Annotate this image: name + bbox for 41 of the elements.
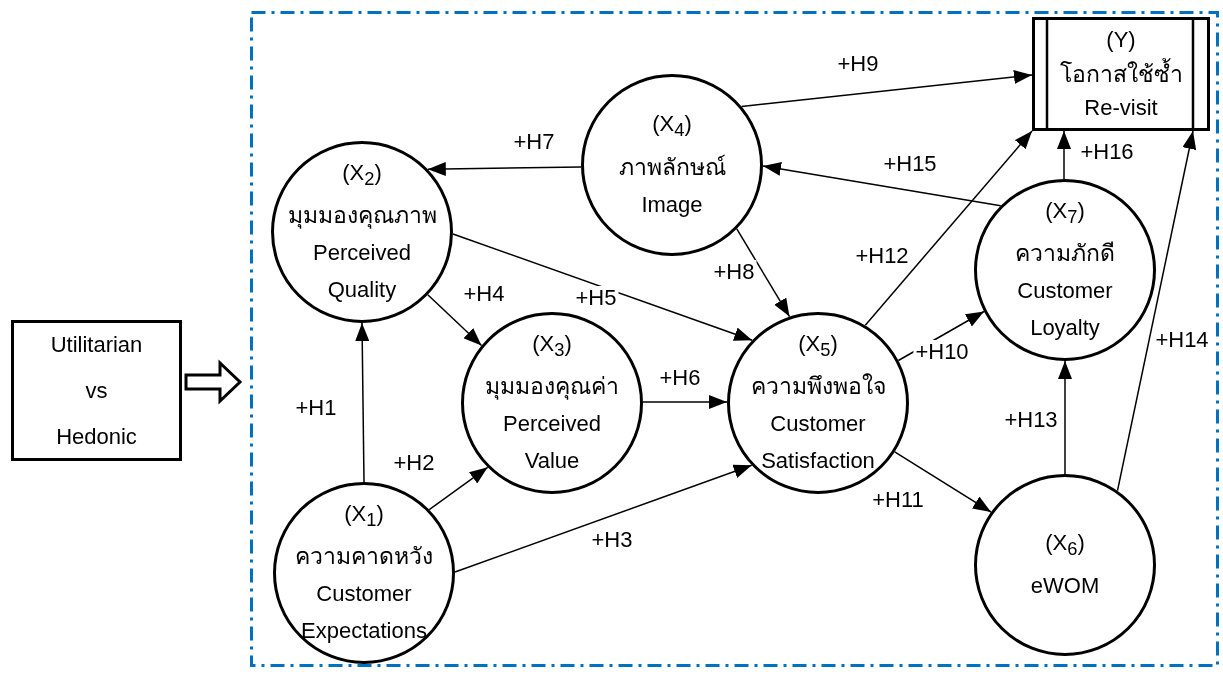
construct-name-thai: ภาพลักษณ์	[618, 152, 726, 182]
arrow	[427, 161, 582, 176]
construct-name-thai: ความพึงพอใจ	[750, 372, 886, 402]
variable-symbol: (X$_{4}$)	[652, 110, 692, 143]
arrow	[740, 70, 1033, 108]
variable-symbol: (Y)	[1106, 26, 1136, 54]
variable-symbol: (X$_{7}$)	[1045, 196, 1085, 230]
construct-name-thai: มุมมองคุณภาพ	[287, 201, 437, 231]
arrow	[762, 162, 1002, 207]
arrow	[454, 464, 753, 573]
construct-name: Customer Loyalty	[1016, 277, 1114, 343]
construct-name-thai: มุมมองคุณค่า	[485, 372, 619, 402]
construct-name-thai: ความภักดี	[1015, 239, 1115, 269]
construct-name: Customer Satisfaction	[760, 410, 876, 476]
construct-name: Re-visit	[1083, 94, 1159, 122]
arrow	[355, 322, 370, 483]
arrow	[452, 233, 753, 341]
moderator-label: Utilitarian vs Hedonic	[49, 330, 144, 451]
construct-name-thai: โอกาสใช้ซ้ำ	[1059, 56, 1183, 92]
construct-name: Image	[640, 190, 704, 219]
arrow	[736, 228, 791, 318]
variable-symbol: (X$_{1}$)	[344, 499, 384, 533]
variable-symbol: (X$_{6}$)	[1045, 529, 1085, 562]
moderator-box	[11, 320, 182, 461]
arrow	[893, 451, 992, 513]
arrow	[1057, 130, 1071, 180]
construct-name: Perceived Quality	[312, 239, 412, 305]
block-arrow	[184, 359, 243, 405]
variable-symbol: (X$_{3}$)	[532, 329, 572, 363]
arrow	[1058, 360, 1072, 475]
arrow	[864, 130, 1033, 326]
arrow	[428, 466, 489, 511]
construct-name: eWOM	[1029, 571, 1101, 600]
variable-symbol: (X$_{2}$)	[342, 158, 382, 192]
arrow	[1116, 130, 1197, 492]
variable-symbol: (X$_{5}$)	[798, 329, 838, 363]
construct-name-thai: ความคาดหวัง	[295, 542, 433, 572]
construct-name: Perceived Value	[502, 410, 602, 476]
arrow	[427, 294, 483, 347]
construct-name: Customer Expectations	[300, 580, 428, 646]
arrow	[642, 395, 728, 409]
